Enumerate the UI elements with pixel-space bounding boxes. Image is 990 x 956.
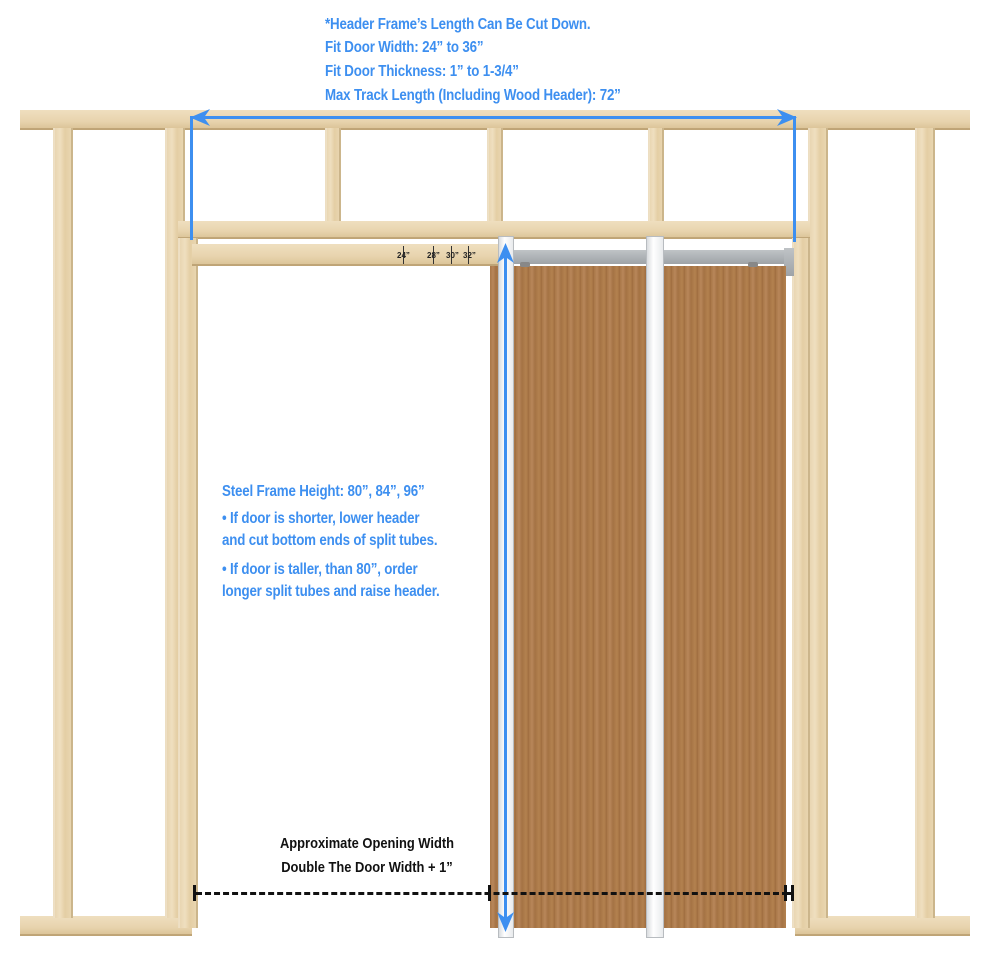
cripple-stud [648, 128, 664, 223]
arrow-up-icon [497, 243, 514, 263]
cripple-stud [325, 128, 341, 223]
bottom-plate-right [795, 916, 970, 936]
max-track-length-note: Max Track Length (Including Wood Header)… [325, 87, 621, 104]
door-thickness-note: Fit Door Thickness: 1” to 1-3/4” [325, 63, 519, 80]
bottom-plate-left [20, 916, 192, 936]
stud [53, 128, 73, 918]
taller-door-note-2: longer split tubes and raise header. [222, 583, 440, 600]
tick-label-28: 28” [427, 251, 440, 260]
header-cut-note: *Header Frame’s Length Can Be Cut Down. [325, 16, 591, 33]
tick-mark [433, 246, 434, 264]
tick-mark [451, 246, 452, 264]
taller-door-note-1: • If door is taller, than 80”, order [222, 561, 418, 578]
stud [808, 128, 828, 918]
wood-header [178, 221, 810, 239]
frame-height-title: Steel Frame Height: 80”, 84”, 96” [222, 483, 425, 500]
roller-icon [520, 262, 530, 267]
jamb-stud-right [792, 238, 810, 928]
opening-width-formula: Double The Door Width + 1” [281, 859, 453, 876]
arrow-down-icon [497, 912, 514, 932]
opening-width-title: Approximate Opening Width [279, 835, 455, 852]
split-tube-center [646, 236, 664, 938]
door-width-note: Fit Door Width: 24” to 36” [325, 39, 484, 56]
arrow-right-icon [777, 109, 797, 126]
tick-mark [403, 246, 404, 264]
dimension-end-cap-right-bar [784, 892, 794, 895]
tick-label-30: 30” [446, 251, 459, 260]
tick-label-24: 24” [397, 251, 410, 260]
pocket-door [490, 266, 786, 928]
dimension-dashed-line [196, 892, 788, 895]
dimension-end-cap-middle [488, 885, 491, 901]
tick-mark [468, 246, 469, 264]
track-length-line [192, 116, 795, 119]
frame-height-line [504, 252, 507, 924]
top-plate [20, 110, 970, 130]
arrow-left-icon [190, 109, 210, 126]
track-end-bracket [784, 248, 794, 276]
track-length-right-leg [793, 116, 796, 242]
stud [915, 128, 935, 918]
shorter-door-note-2: and cut bottom ends of split tubes. [222, 532, 438, 549]
header-board [192, 244, 512, 266]
jamb-stud-left [178, 238, 198, 928]
dimension-end-cap-left [193, 885, 196, 901]
track-length-left-leg [190, 116, 193, 240]
shorter-door-note-1: • If door is shorter, lower header [222, 510, 420, 527]
roller-icon [748, 262, 758, 267]
cripple-stud [487, 128, 503, 223]
tick-label-32: 32” [463, 251, 476, 260]
